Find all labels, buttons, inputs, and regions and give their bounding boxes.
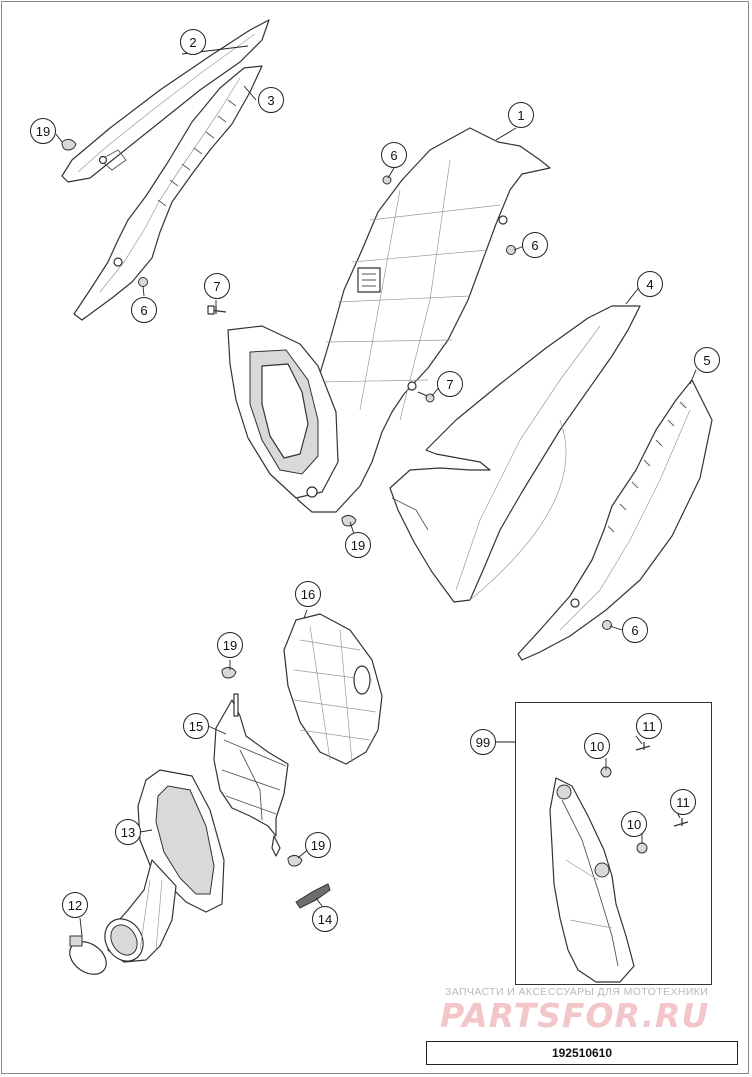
part-12-clamp	[69, 935, 107, 975]
callout-6-right: 6	[522, 232, 548, 258]
callout-19-lower: 19	[305, 832, 331, 858]
callout-10-bottom: 10	[621, 811, 647, 837]
screw-11-bottom	[673, 818, 689, 827]
part-13-air-filter	[104, 769, 225, 963]
callout-19-upper: 19	[217, 632, 243, 658]
grommet-19-top	[61, 138, 77, 151]
callout-2: 2	[180, 29, 206, 55]
callout-4: 4	[637, 271, 663, 297]
part-5-side-cover	[517, 379, 713, 661]
callout-3: 3	[258, 87, 284, 113]
hardware-parts	[61, 138, 612, 630]
drawing-number: 192510610	[426, 1041, 738, 1065]
grommet-19-upper	[221, 666, 237, 679]
nut-6-bottom	[602, 620, 612, 630]
part-3-side-panel	[73, 65, 263, 321]
part-14-clip	[295, 883, 331, 909]
kit-99-box	[515, 702, 712, 985]
callout-10-top: 10	[584, 733, 610, 759]
nut-6-left	[138, 277, 148, 287]
part-15-filter-cage	[213, 666, 303, 867]
callout-19-top: 19	[30, 118, 56, 144]
watermark-logo: PARTSFOR.RU	[440, 996, 710, 1035]
part-1-airbox	[227, 127, 551, 513]
callout-7-left: 7	[204, 273, 230, 299]
callout-15: 15	[183, 713, 209, 739]
callout-16: 16	[295, 581, 321, 607]
screw-11-top	[635, 742, 651, 751]
watermark-tagline: ЗАПЧАСТИ И АКСЕССУАРЫ ДЛЯ МОТОТЕХНИКИ	[445, 986, 709, 998]
callout-6-bottom: 6	[622, 617, 648, 643]
callout-1: 1	[508, 102, 534, 128]
callout-11-top: 11	[636, 713, 662, 739]
callout-13: 13	[115, 819, 141, 845]
callout-6-top: 6	[381, 142, 407, 168]
grommet-19-mid	[341, 514, 357, 527]
callout-14: 14	[312, 906, 338, 932]
part-16-filter-cover	[283, 613, 383, 765]
callout-6-left: 6	[131, 297, 157, 323]
part-4-side-cover	[389, 305, 641, 603]
grommet-19-lower	[287, 854, 303, 867]
part-2-side-strip	[61, 19, 270, 183]
callout-11-bottom: 11	[670, 789, 696, 815]
callout-7-right: 7	[437, 371, 463, 397]
callout-12: 12	[62, 892, 88, 918]
callout-5: 5	[694, 347, 720, 373]
nut-6-top	[382, 175, 392, 185]
part-99-kit-panel	[549, 742, 689, 983]
callout-19-mid: 19	[345, 532, 371, 558]
callout-99: 99	[470, 729, 496, 755]
nut-6-right	[506, 245, 516, 255]
